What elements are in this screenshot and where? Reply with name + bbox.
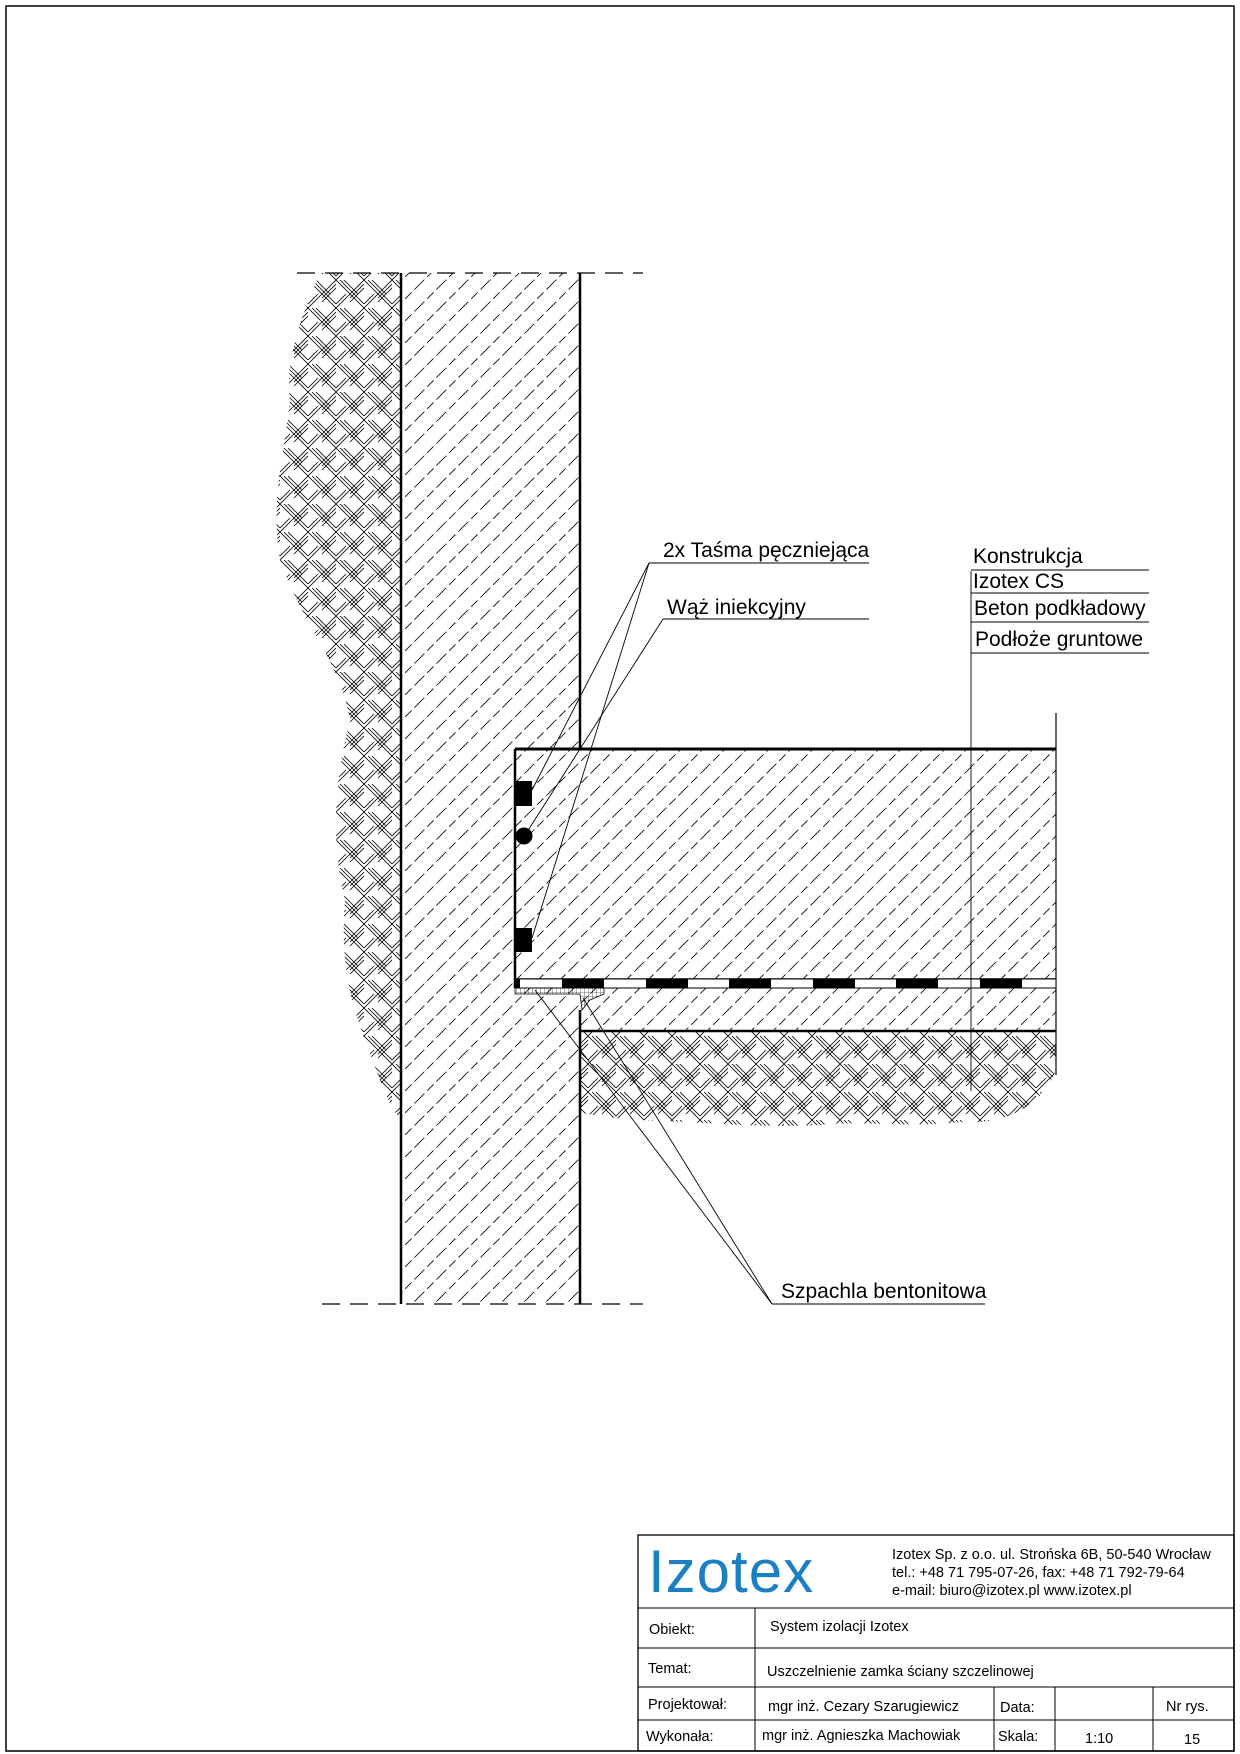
label-izotex-cs: Izotex CS [973, 570, 1064, 593]
label-bentonite-paste: Szpachla bentonitowa [781, 1280, 987, 1303]
izotex-cs-membrane [514, 978, 1057, 989]
object-label: Obiekt: [649, 1622, 695, 1638]
date-label: Data: [1000, 1700, 1035, 1716]
page-frame [5, 5, 1235, 1752]
made-label: Wykonała: [646, 1729, 714, 1745]
object-value: System izolacji Izotex [770, 1619, 909, 1635]
title-block: Izotex Izotex Sp. z o.o. ul. Strońska 6B… [637, 1534, 1235, 1752]
base-slab [515, 749, 1056, 979]
scale-label: Skala: [998, 1729, 1038, 1745]
label-lean-concrete: Beton podkładowy [974, 597, 1146, 620]
company-address: Izotex Sp. z o.o. ul. Strońska 6B, 50-54… [892, 1547, 1211, 1563]
label-construction: Konstrukcja [973, 545, 1083, 568]
lean-concrete [580, 988, 1056, 1031]
swelling-tape-lower [515, 928, 532, 952]
made-value: mgr inż. Agnieszka Machowiak [762, 1728, 961, 1744]
company-phone: tel.: +48 71 795-07-26, fax: +48 71 792-… [892, 1565, 1185, 1581]
injection-hose [515, 827, 533, 845]
drawing-no-label: Nr rys. [1166, 1699, 1209, 1715]
label-injection-hose: Wąż iniekcyjny [667, 596, 806, 619]
topic-label: Temat: [648, 1661, 692, 1677]
drawing-no-value: 15 [1184, 1732, 1200, 1748]
soil-left [276, 273, 401, 1119]
company-email: e-mail: biuro@izotex.pl www.izotex.pl [892, 1583, 1132, 1599]
designed-value: mgr inż. Cezary Szarugiewicz [768, 1699, 959, 1715]
label-swelling-tape: 2x Taśma pęczniejąca [663, 539, 870, 562]
swelling-tape-upper [515, 781, 532, 806]
topic-value: Uszczelnienie zamka ściany szczelinowej [767, 1664, 1034, 1680]
label-subsoil: Podłoże gruntowe [975, 628, 1143, 651]
designed-label: Projektował: [648, 1697, 727, 1713]
soil-below [580, 1031, 1056, 1126]
scale-value: 1:10 [1085, 1731, 1113, 1747]
leader-lines [526, 562, 1149, 1305]
izotex-logo: Izotex [648, 1538, 814, 1605]
